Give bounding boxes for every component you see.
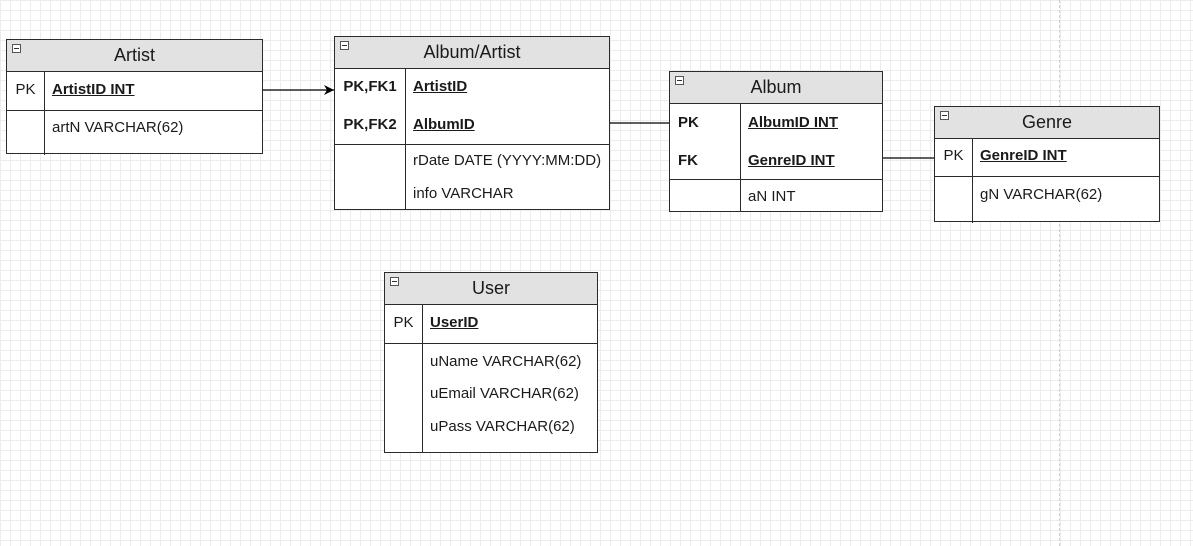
page-boundary-guide	[1059, 0, 1060, 546]
entity-genre[interactable]: Genre PK GenreID INT gN VARCHAR(62)	[934, 106, 1160, 223]
field-name: rDate DATE (YYYY:MM:DD)	[413, 152, 602, 169]
collapse-icon[interactable]	[12, 44, 21, 53]
key-section: PK ArtistID INT	[7, 72, 262, 111]
collapse-icon[interactable]	[940, 111, 949, 120]
field-name: UserID	[430, 314, 479, 331]
entity-artist[interactable]: Artist PK ArtistID INT artN VARCHAR(62)	[6, 39, 263, 155]
entity-title: Album	[750, 77, 802, 97]
key-label: FK	[678, 152, 698, 169]
key-section: PK,FK1 ArtistID PK,FK2 AlbumID	[335, 69, 609, 145]
entity-user[interactable]: User PK UserID uName VARCHAR(62) uEmail …	[384, 272, 598, 453]
collapse-icon[interactable]	[675, 76, 684, 85]
entity-title: User	[471, 278, 510, 298]
key-label: PK,FK1	[343, 78, 397, 95]
entity-header[interactable]: Album/Artist	[335, 37, 609, 69]
field-name: uEmail VARCHAR(62)	[430, 385, 579, 402]
field-name: artN VARCHAR(62)	[52, 119, 184, 136]
field-name: ArtistID INT	[52, 81, 135, 98]
field-name: gN VARCHAR(62)	[980, 186, 1103, 203]
attribute-section: uName VARCHAR(62) uEmail VARCHAR(62) uPa…	[385, 344, 597, 452]
attribute-section: rDate DATE (YYYY:MM:DD) info VARCHAR	[335, 145, 609, 210]
collapse-icon[interactable]	[340, 41, 349, 50]
collapse-icon[interactable]	[390, 277, 399, 286]
field-name: uPass VARCHAR(62)	[430, 418, 575, 435]
field-name: info VARCHAR	[413, 185, 514, 202]
attribute-section: artN VARCHAR(62)	[7, 111, 262, 155]
key-label: PK	[943, 147, 964, 164]
entity-album[interactable]: Album PK AlbumID INT FK GenreID INT aN I…	[669, 71, 883, 212]
entity-title: Album/Artist	[423, 42, 521, 62]
entity-album-artist[interactable]: Album/Artist PK,FK1 ArtistID PK,FK2 Albu…	[334, 36, 610, 210]
field-name: GenreID INT	[748, 152, 835, 169]
entity-title: Genre	[1021, 112, 1073, 132]
field-name: ArtistID	[413, 78, 468, 95]
key-section: PK AlbumID INT FK GenreID INT	[670, 104, 882, 180]
entity-header[interactable]: Album	[670, 72, 882, 104]
key-label: PK	[678, 114, 699, 131]
entity-title: Artist	[113, 45, 155, 65]
field-name: uName VARCHAR(62)	[430, 353, 582, 370]
key-label: PK,FK2	[343, 116, 397, 133]
field-name: AlbumID INT	[748, 114, 838, 131]
field-name: AlbumID	[413, 116, 475, 133]
entity-header[interactable]: Artist	[7, 40, 262, 72]
attribute-section: gN VARCHAR(62)	[935, 177, 1159, 223]
field-name: aN INT	[748, 188, 796, 205]
key-section: PK UserID	[385, 305, 597, 344]
field-name: GenreID INT	[980, 147, 1067, 164]
entity-header[interactable]: Genre	[935, 107, 1159, 139]
key-label: PK	[393, 314, 414, 331]
key-section: PK GenreID INT	[935, 139, 1159, 177]
entity-header[interactable]: User	[385, 273, 597, 305]
key-label: PK	[15, 81, 36, 98]
attribute-section: aN INT	[670, 180, 882, 212]
